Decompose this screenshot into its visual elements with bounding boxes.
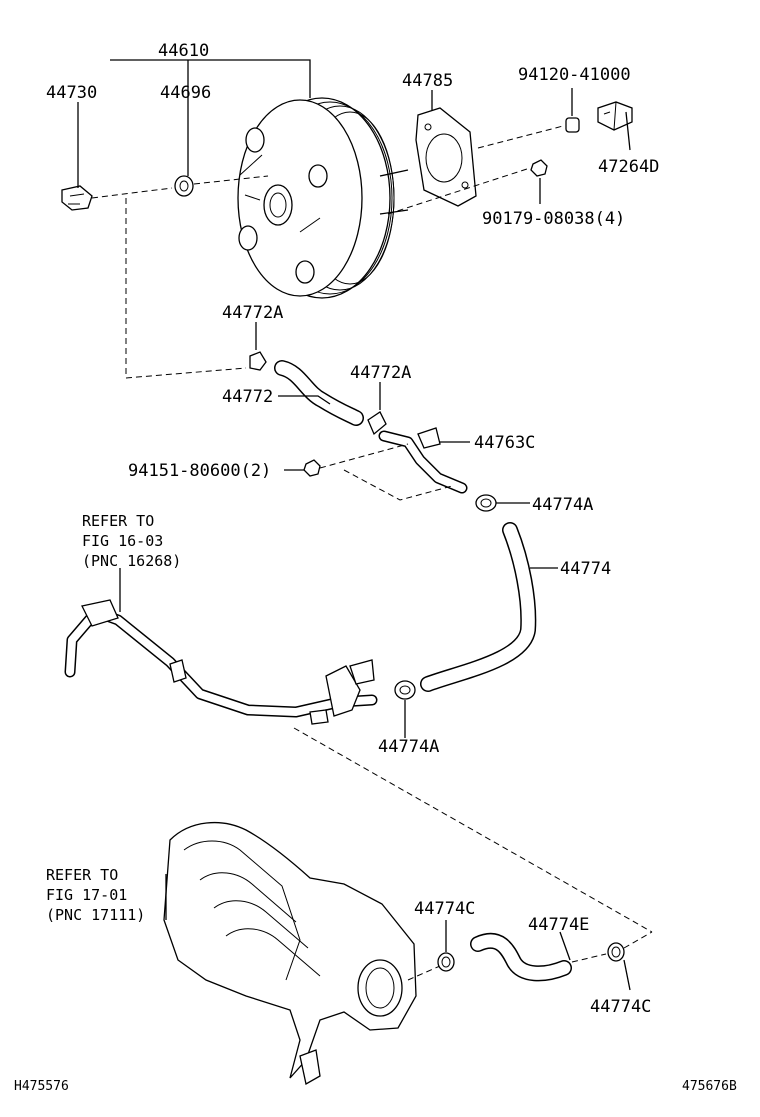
vacuum-hose-44774[interactable] — [420, 522, 537, 692]
refer-note-line: REFER TO — [46, 866, 118, 884]
vacuum-hose-44774E[interactable] — [470, 932, 572, 982]
refer-note-line: FIG 17-01 — [46, 886, 127, 904]
check-valve-44730[interactable] — [61, 185, 93, 211]
clip-44774C-right[interactable] — [607, 942, 625, 962]
label-44774[interactable]: 44774 — [560, 559, 611, 579]
vacuum-pipe-44763C[interactable] — [378, 427, 468, 494]
brake-booster[interactable] — [237, 97, 409, 299]
label-44774C-left[interactable]: 44774C — [414, 899, 475, 919]
label-90179-08038[interactable]: 90179-08038(4) — [482, 209, 625, 229]
footer-left-code: H475576 — [14, 1079, 69, 1094]
refer-note-line: (PNC 17111) — [46, 906, 145, 924]
label-44730[interactable]: 44730 — [46, 83, 97, 103]
label-44772A-upper[interactable]: 44772A — [222, 303, 283, 323]
label-44696[interactable]: 44696 — [160, 83, 211, 103]
refer-note-line: REFER TO — [82, 512, 154, 530]
bolt-94151[interactable] — [303, 459, 321, 477]
label-44774A-upper[interactable]: 44774A — [532, 495, 593, 515]
label-44763C[interactable]: 44763C — [474, 433, 535, 453]
clip-44772A-upper[interactable] — [249, 351, 267, 371]
clip-44772A-lower[interactable] — [367, 411, 387, 436]
label-44774E[interactable]: 44774E — [528, 915, 589, 935]
label-44772[interactable]: 44772 — [222, 387, 273, 407]
bushing-94120[interactable] — [565, 117, 580, 133]
label-44610[interactable]: 44610 — [158, 41, 209, 61]
clip-44774A-lower[interactable] — [394, 680, 416, 700]
refer-note-line: (PNC 16268) — [82, 552, 181, 570]
refer-note-fig-17-01: REFER TO FIG 17-01 (PNC 17111) — [46, 866, 145, 924]
clip-44774A-upper[interactable] — [475, 494, 497, 512]
clip-44774C-left[interactable] — [437, 952, 455, 972]
clevis-47264D[interactable] — [597, 101, 633, 131]
footer-right-code: 475676B — [682, 1079, 737, 1094]
nut-90179[interactable] — [530, 159, 548, 177]
vacuum-hose-44772[interactable] — [274, 360, 364, 426]
label-94120-41000[interactable]: 94120-41000 — [518, 65, 631, 85]
label-44772A-lower[interactable]: 44772A — [350, 363, 411, 383]
label-44774A-lower[interactable]: 44774A — [378, 737, 439, 757]
intake-manifold[interactable] — [163, 821, 417, 1086]
label-44785[interactable]: 44785 — [402, 71, 453, 91]
grommet-44696[interactable] — [174, 175, 194, 197]
refer-note-fig-16-03: REFER TO FIG 16-03 (PNC 16268) — [82, 512, 181, 570]
label-94151-80600[interactable]: 94151-80600(2) — [128, 461, 271, 481]
refer-note-line: FIG 16-03 — [82, 532, 163, 550]
label-47264D[interactable]: 47264D — [598, 157, 659, 177]
booster-gasket[interactable] — [415, 107, 477, 207]
coolant-pipe-assembly[interactable] — [64, 599, 378, 725]
label-44774C-right[interactable]: 44774C — [590, 997, 651, 1017]
